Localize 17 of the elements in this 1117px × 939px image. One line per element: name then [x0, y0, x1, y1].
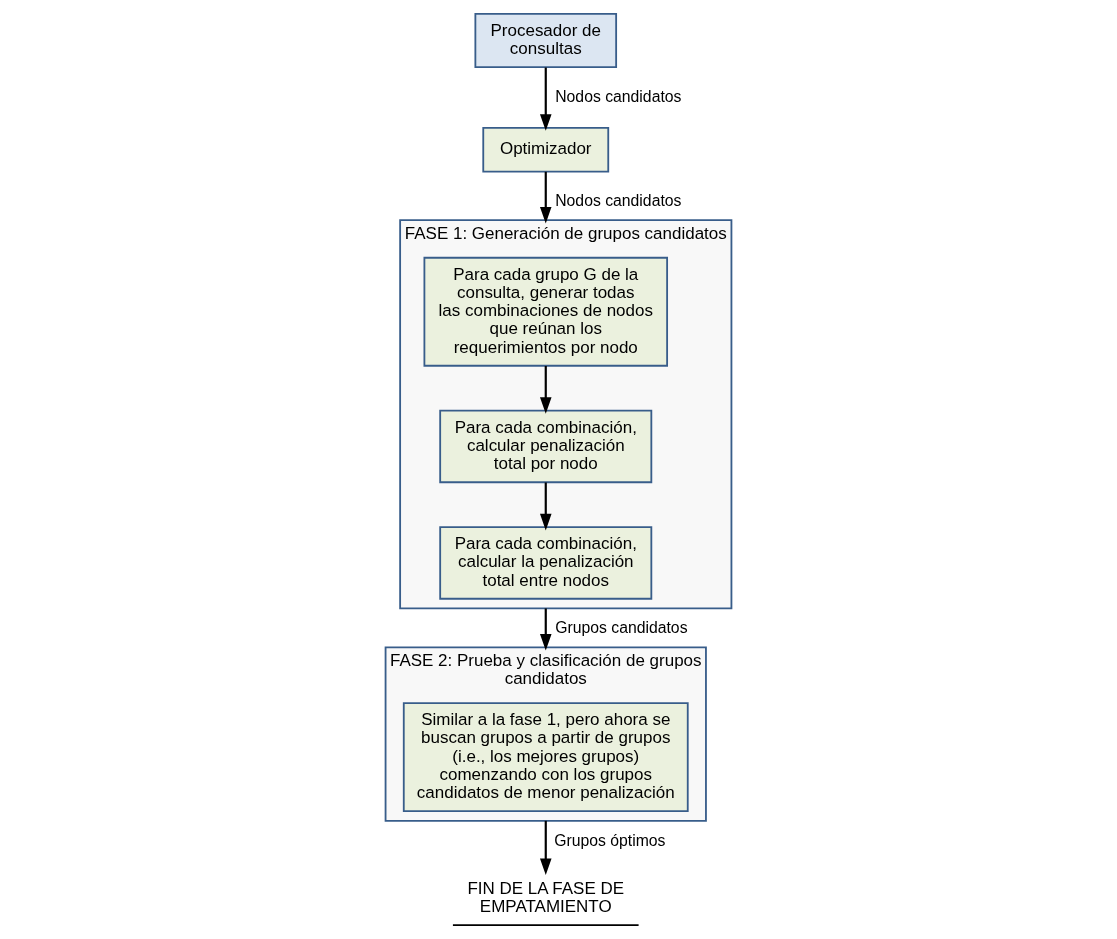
edge-label: Grupos óptimos [554, 831, 666, 849]
node-box: Para cada combinación, calcular la penalización total entre nodos [439, 526, 653, 600]
node-box: Similar a la fase 1, pero ahora se buscan grupos a partir de grupos (i.e., los mejores grupos) comenzando con los grupos candidatos de menor penalización [402, 702, 689, 813]
arrow [539, 820, 552, 875]
arrow [539, 366, 552, 414]
edge-label: Nodos candidatos [555, 192, 682, 210]
node-box: Para cada combinación, calcular penalización total por nodo [439, 409, 653, 484]
arrow [539, 608, 552, 651]
node-box: Para cada grupo G de la consulta, generar todas las combinaciones de nodos que reúnan los requerimientos por nodo [423, 256, 669, 367]
node-box: Procesador de consultas [474, 12, 618, 69]
edge-label: Grupos candidatos [555, 619, 688, 637]
edge-label: Nodos candidatos [555, 87, 682, 105]
arrow [539, 67, 552, 131]
node-text: FIN DE LA FASE DE EMPATAMIENTO [467, 878, 625, 917]
arrow [539, 171, 552, 224]
node-box: Optimizador [482, 126, 610, 173]
arrow [539, 482, 552, 531]
